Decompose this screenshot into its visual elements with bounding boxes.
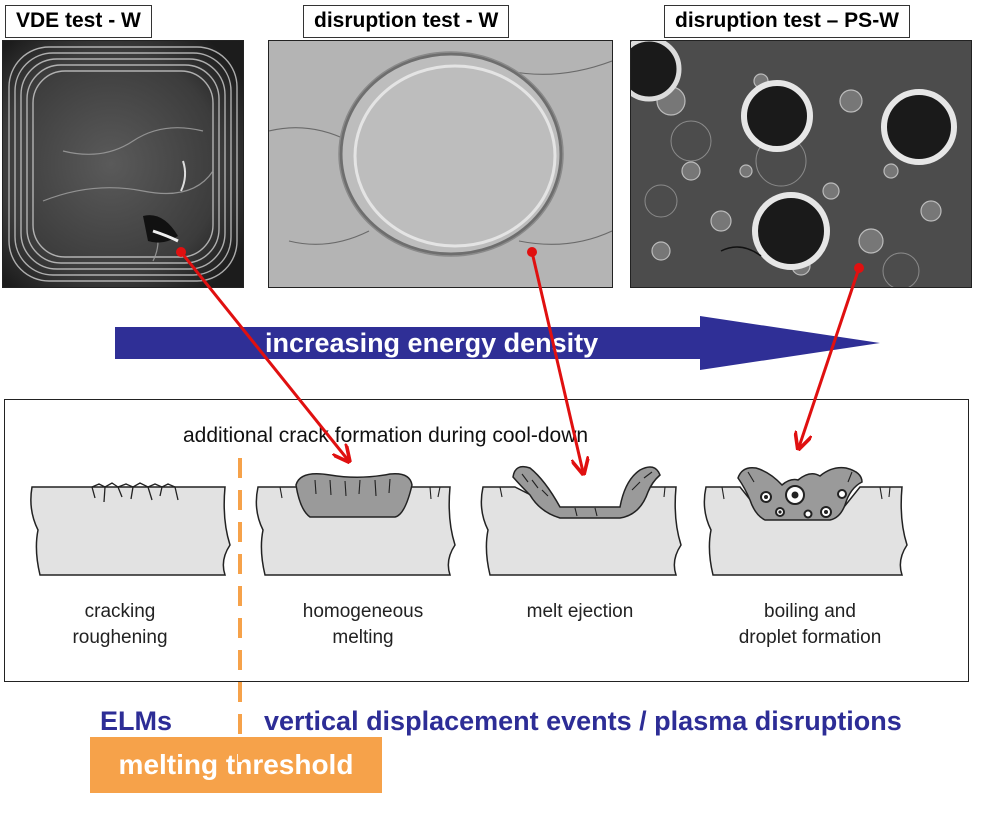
panel-label-disruption-test-ps-w: disruption test – PS-W (664, 5, 911, 38)
stage-label-cracking: cracking roughening (40, 599, 200, 651)
regime-elms: ELMs (100, 706, 173, 736)
stage-label-boiling: boiling and droplet formation (715, 599, 905, 651)
melting-threshold-label: melting threshold (90, 737, 382, 793)
stage-cracking-line2: roughening (72, 627, 168, 648)
photo-disruption-test-w (268, 40, 613, 288)
stage-melting-line1: homogeneous (302, 601, 424, 622)
regime-vde-disruptions: vertical displacement events / plasma di… (264, 706, 902, 736)
panel-label-disruption-test-w: disruption test - W (303, 5, 510, 38)
stage-melting-line2: melting (332, 627, 394, 648)
stage-boiling-line1: boiling and (764, 601, 856, 622)
photo-disruption-test-ps-w (630, 40, 972, 288)
stage-cracking-line1: cracking (84, 601, 156, 622)
stage-boiling-line2: droplet formation (738, 627, 882, 648)
photo-vde-test (2, 40, 244, 288)
stage-boiling-schematic (703, 466, 908, 576)
stage-melting-schematic (255, 472, 456, 576)
stage-ejection-line1: melt ejection (526, 601, 634, 622)
stage-label-ejection: melt ejection (500, 599, 660, 625)
stage-label-melting: homogeneous melting (283, 599, 443, 651)
panel-label-vde-test: VDE test - W (5, 5, 152, 38)
stage-cracking-schematic (30, 482, 231, 576)
stage-ejection-schematic (480, 465, 682, 576)
